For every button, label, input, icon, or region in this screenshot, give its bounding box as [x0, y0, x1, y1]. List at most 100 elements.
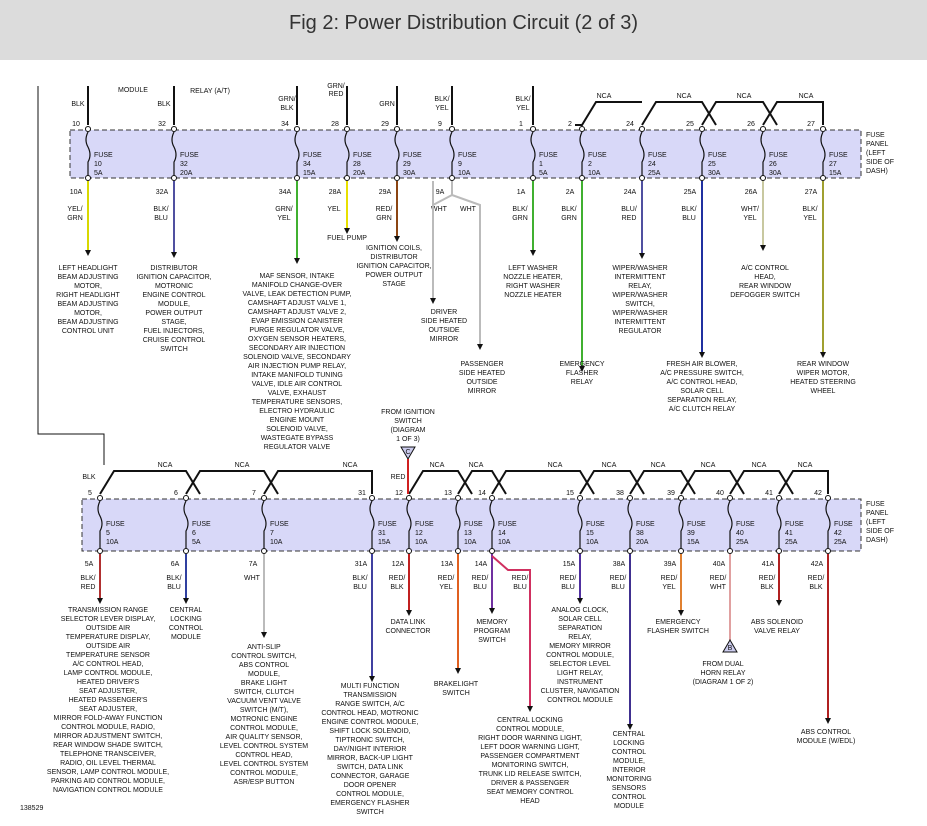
- fuse-amperage: 25A: [648, 170, 661, 177]
- terminal-dot: [261, 548, 267, 554]
- destination-label: SOLENOID VALVE, SECONDARY: [243, 354, 351, 361]
- terminal-dot: [183, 548, 189, 554]
- destination-label: SWITCH, CLUTCH: [234, 689, 294, 696]
- nca-label: NCA: [737, 93, 752, 100]
- fuse-number: 42: [834, 530, 842, 537]
- destination-label: A/C PRESSURE SWITCH,: [660, 370, 744, 377]
- destination-label: SECONDARY AIR INJECTION: [249, 345, 345, 352]
- terminal-number: 2: [568, 121, 572, 128]
- fuse-number: 24: [648, 161, 656, 168]
- fuse-symbol: [820, 131, 826, 176]
- arrow-head: [760, 245, 766, 251]
- destination-label: HEAD: [520, 798, 539, 805]
- destination-label: PASSENGER COMPARTMENT: [480, 753, 580, 760]
- output-wire-color: RED/: [389, 575, 406, 582]
- panel-label-bottom: DASH): [866, 537, 888, 544]
- branch-wire-color: BLU: [513, 584, 527, 591]
- fuse-symbol: [530, 131, 536, 176]
- destination-label: LEFT HEADLIGHT: [59, 265, 119, 272]
- arrow-head: [183, 598, 189, 604]
- output-terminal: 39A: [664, 561, 677, 568]
- destination-label: CONNECTOR: [386, 628, 431, 635]
- terminal-dot: [530, 175, 536, 181]
- destination-label: VALVE, IDLE AIR CONTROL: [252, 381, 342, 388]
- destination-label: WHEEL: [811, 388, 836, 395]
- output-wire-color: BLK/: [80, 575, 95, 582]
- output-wire-color: BLK/: [561, 206, 576, 213]
- destination-label: CONTROL: [612, 749, 646, 756]
- branch-wire: [491, 555, 531, 706]
- output-wire-color: WHT/: [741, 206, 759, 213]
- fuse-number: 10: [94, 161, 102, 168]
- arrow-head: [85, 250, 91, 256]
- output-wire-color: BLU/: [621, 206, 637, 213]
- destination-label: WIPER/WASHER: [612, 310, 667, 317]
- output-terminal: 34A: [279, 189, 292, 196]
- fuse-word: FUSE: [180, 152, 199, 159]
- output-wire-color: BLK/: [512, 206, 527, 213]
- destination-label: REAR WINDOW SHADE SWITCH,: [53, 742, 163, 749]
- destination-label: MIRROR ADJUSTMENT SWITCH,: [54, 733, 162, 740]
- terminal-dot: [97, 495, 103, 501]
- destination-label: STAGE: [382, 281, 406, 288]
- destination-label: LIGHT RELAY,: [557, 670, 603, 677]
- destination-label: BEAM ADJUSTING: [57, 319, 118, 326]
- nca-label: NCA: [343, 462, 358, 469]
- fuse-symbol: [699, 131, 705, 176]
- fuse-number: 38: [636, 530, 644, 537]
- output-wire-color: BLU: [167, 584, 181, 591]
- destination-label: DOOR OPENER: [344, 782, 397, 789]
- input-wire-label: RED: [391, 474, 406, 481]
- terminal-dot: [820, 126, 826, 132]
- terminal-number: 31: [358, 490, 366, 497]
- connector-c: [400, 446, 416, 460]
- fuse-word: FUSE: [415, 521, 434, 528]
- destination-label: DISTRIBUTOR: [150, 265, 197, 272]
- destination-label: RELAY: [571, 379, 594, 386]
- destination-label: SWITCH (M/T),: [240, 707, 288, 714]
- destination-label: CONTROL UNIT: [62, 328, 115, 335]
- destination-label: MONITORING: [606, 776, 651, 783]
- destination-label: SWITCH, DATA LINK: [337, 764, 404, 771]
- destination-label: HEAD,: [754, 274, 775, 281]
- destination-label: RIGHT WASHER: [506, 283, 560, 290]
- nca-bus-bottom: [729, 470, 794, 495]
- arrow-head: [776, 600, 782, 606]
- destination-label: A/C CONTROL: [741, 265, 789, 272]
- nca-bus-bottom: [263, 470, 373, 495]
- fuse-number: 39: [687, 530, 695, 537]
- fuse-number: 41: [785, 530, 793, 537]
- fuse-word: FUSE: [539, 152, 558, 159]
- output-terminal: 32A: [156, 189, 169, 196]
- terminal-dot: [449, 126, 455, 132]
- destination-label: SEAT ADJUSTER,: [79, 688, 137, 695]
- fuse-amperage: 15A: [687, 539, 700, 546]
- output-wire-color: RED/: [376, 206, 393, 213]
- destination-label: TIPTRONIC SWITCH,: [335, 737, 404, 744]
- terminal-dot: [699, 126, 705, 132]
- destination-label: WASTEGATE BYPASS: [261, 435, 334, 442]
- destination-label: INTERIOR: [612, 767, 645, 774]
- destination-label: PASSENGER: [460, 361, 503, 368]
- destination-label: ABS SOLENOID: [751, 619, 803, 626]
- destination-label: CONTROL MODULE,: [496, 726, 564, 733]
- fuse-number: 29: [403, 161, 411, 168]
- destination-label: INSTRUMENT: [557, 679, 604, 686]
- destination-label: CONTROL MODULE,: [546, 652, 614, 659]
- destination-label: LOCKING: [170, 616, 202, 623]
- destination-label: ASR/ESP BUTTON: [234, 779, 295, 786]
- fuse-number: 34: [303, 161, 311, 168]
- destination-label: RELAY,: [628, 283, 652, 290]
- branch-wire-color: RED/: [512, 575, 529, 582]
- destination-label: CENTRAL LOCKING: [497, 717, 563, 724]
- destination-label: SOLAR CELL: [680, 388, 723, 395]
- arrow-head: [394, 236, 400, 242]
- destination-label: DEFOGGER SWITCH: [730, 292, 800, 299]
- nca-label: NCA: [677, 93, 692, 100]
- destination-label: SIDE HEATED: [459, 370, 505, 377]
- destination-label: MOTOR,: [74, 283, 102, 290]
- output-terminal: 15A: [563, 561, 576, 568]
- input-wire-label: BLK: [157, 101, 171, 108]
- terminal-number: 26: [747, 121, 755, 128]
- fuse-number: 1: [539, 161, 543, 168]
